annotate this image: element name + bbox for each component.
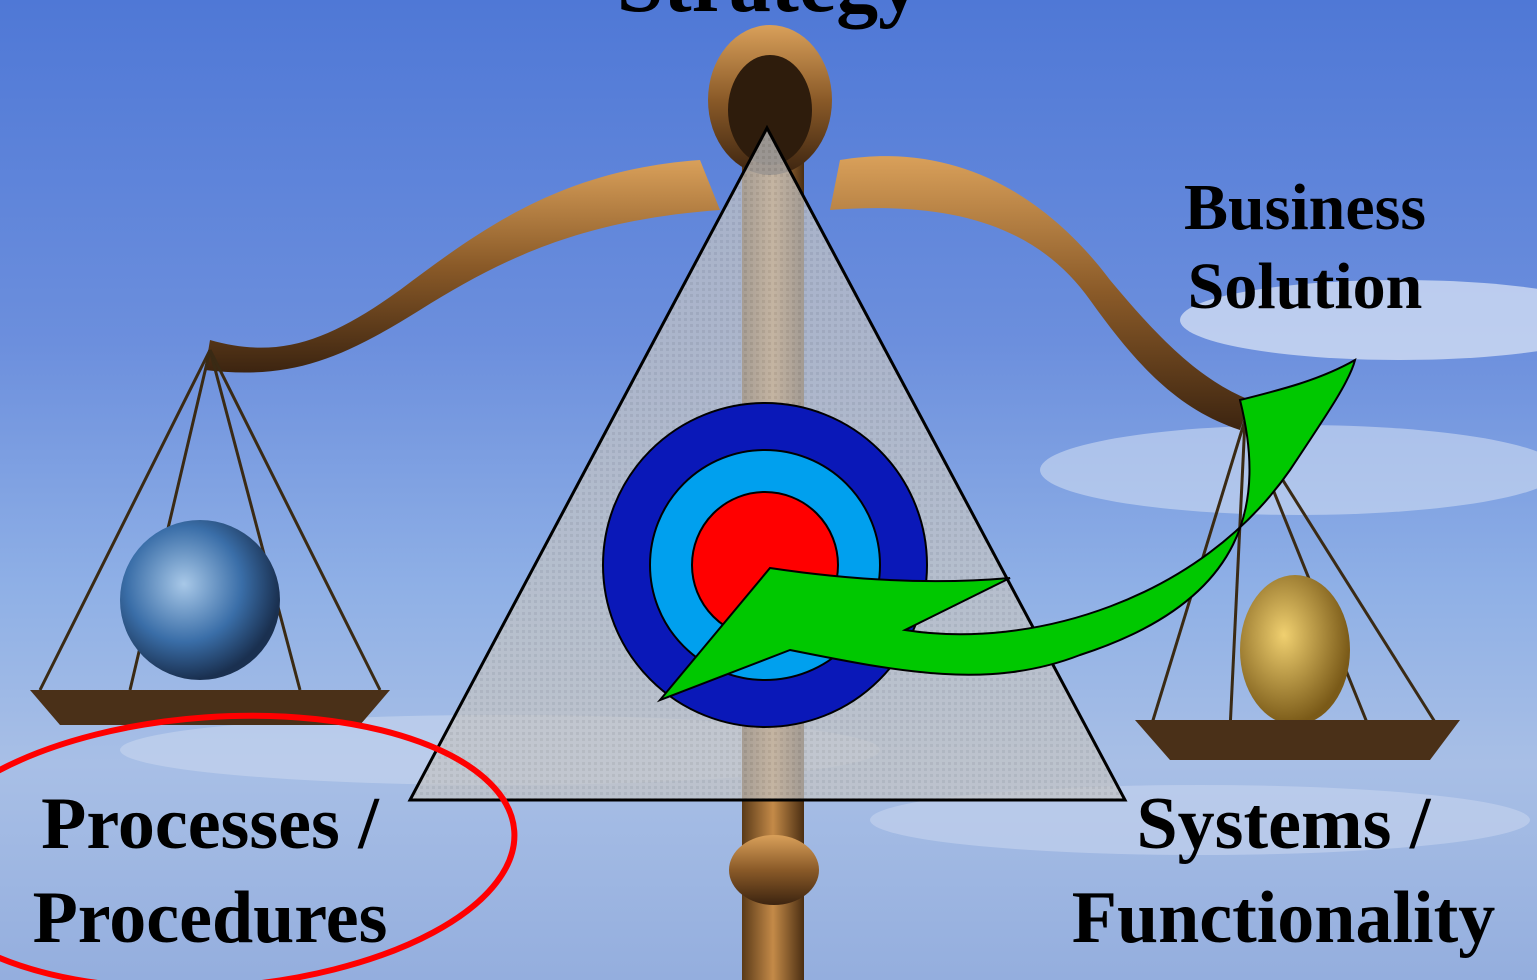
highlight-ellipse: [0, 712, 518, 980]
scale-finial-shadow: [728, 55, 812, 165]
scale-string: [38, 349, 212, 691]
scale-right-pan: [1135, 720, 1460, 760]
business-label-line2: Solution: [1187, 250, 1423, 324]
processes-label-line2: Procedures: [32, 876, 388, 959]
business-solution-label: Business Solution: [1130, 168, 1480, 326]
scale-right-arm: [830, 156, 1250, 430]
strategy-label: Strategy: [600, 0, 937, 26]
systems-label-line2: Functionality: [1071, 876, 1496, 959]
business-label-line1: Business: [1183, 171, 1427, 244]
processes-label-line1: Processes /: [41, 783, 379, 865]
processes-procedures-label: Processes / Procedures: [0, 778, 420, 966]
scale-left-arm: [205, 160, 720, 373]
bullseye-target-icon: [602, 402, 928, 728]
scale-string: [1228, 419, 1247, 731]
systems-label-line1: Systems /: [1136, 783, 1431, 865]
coins-icon: [1240, 575, 1350, 725]
scale-pole-knob: [729, 835, 819, 905]
cloud-shape: [870, 785, 1530, 855]
scale-string: [208, 349, 382, 691]
systems-functionality-label: Systems / Functionality: [1030, 778, 1537, 966]
scale-string: [208, 349, 302, 691]
cloud-shape: [1180, 280, 1537, 360]
globe-icon: [120, 520, 280, 680]
curved-arrow-icon: [656, 357, 1357, 703]
